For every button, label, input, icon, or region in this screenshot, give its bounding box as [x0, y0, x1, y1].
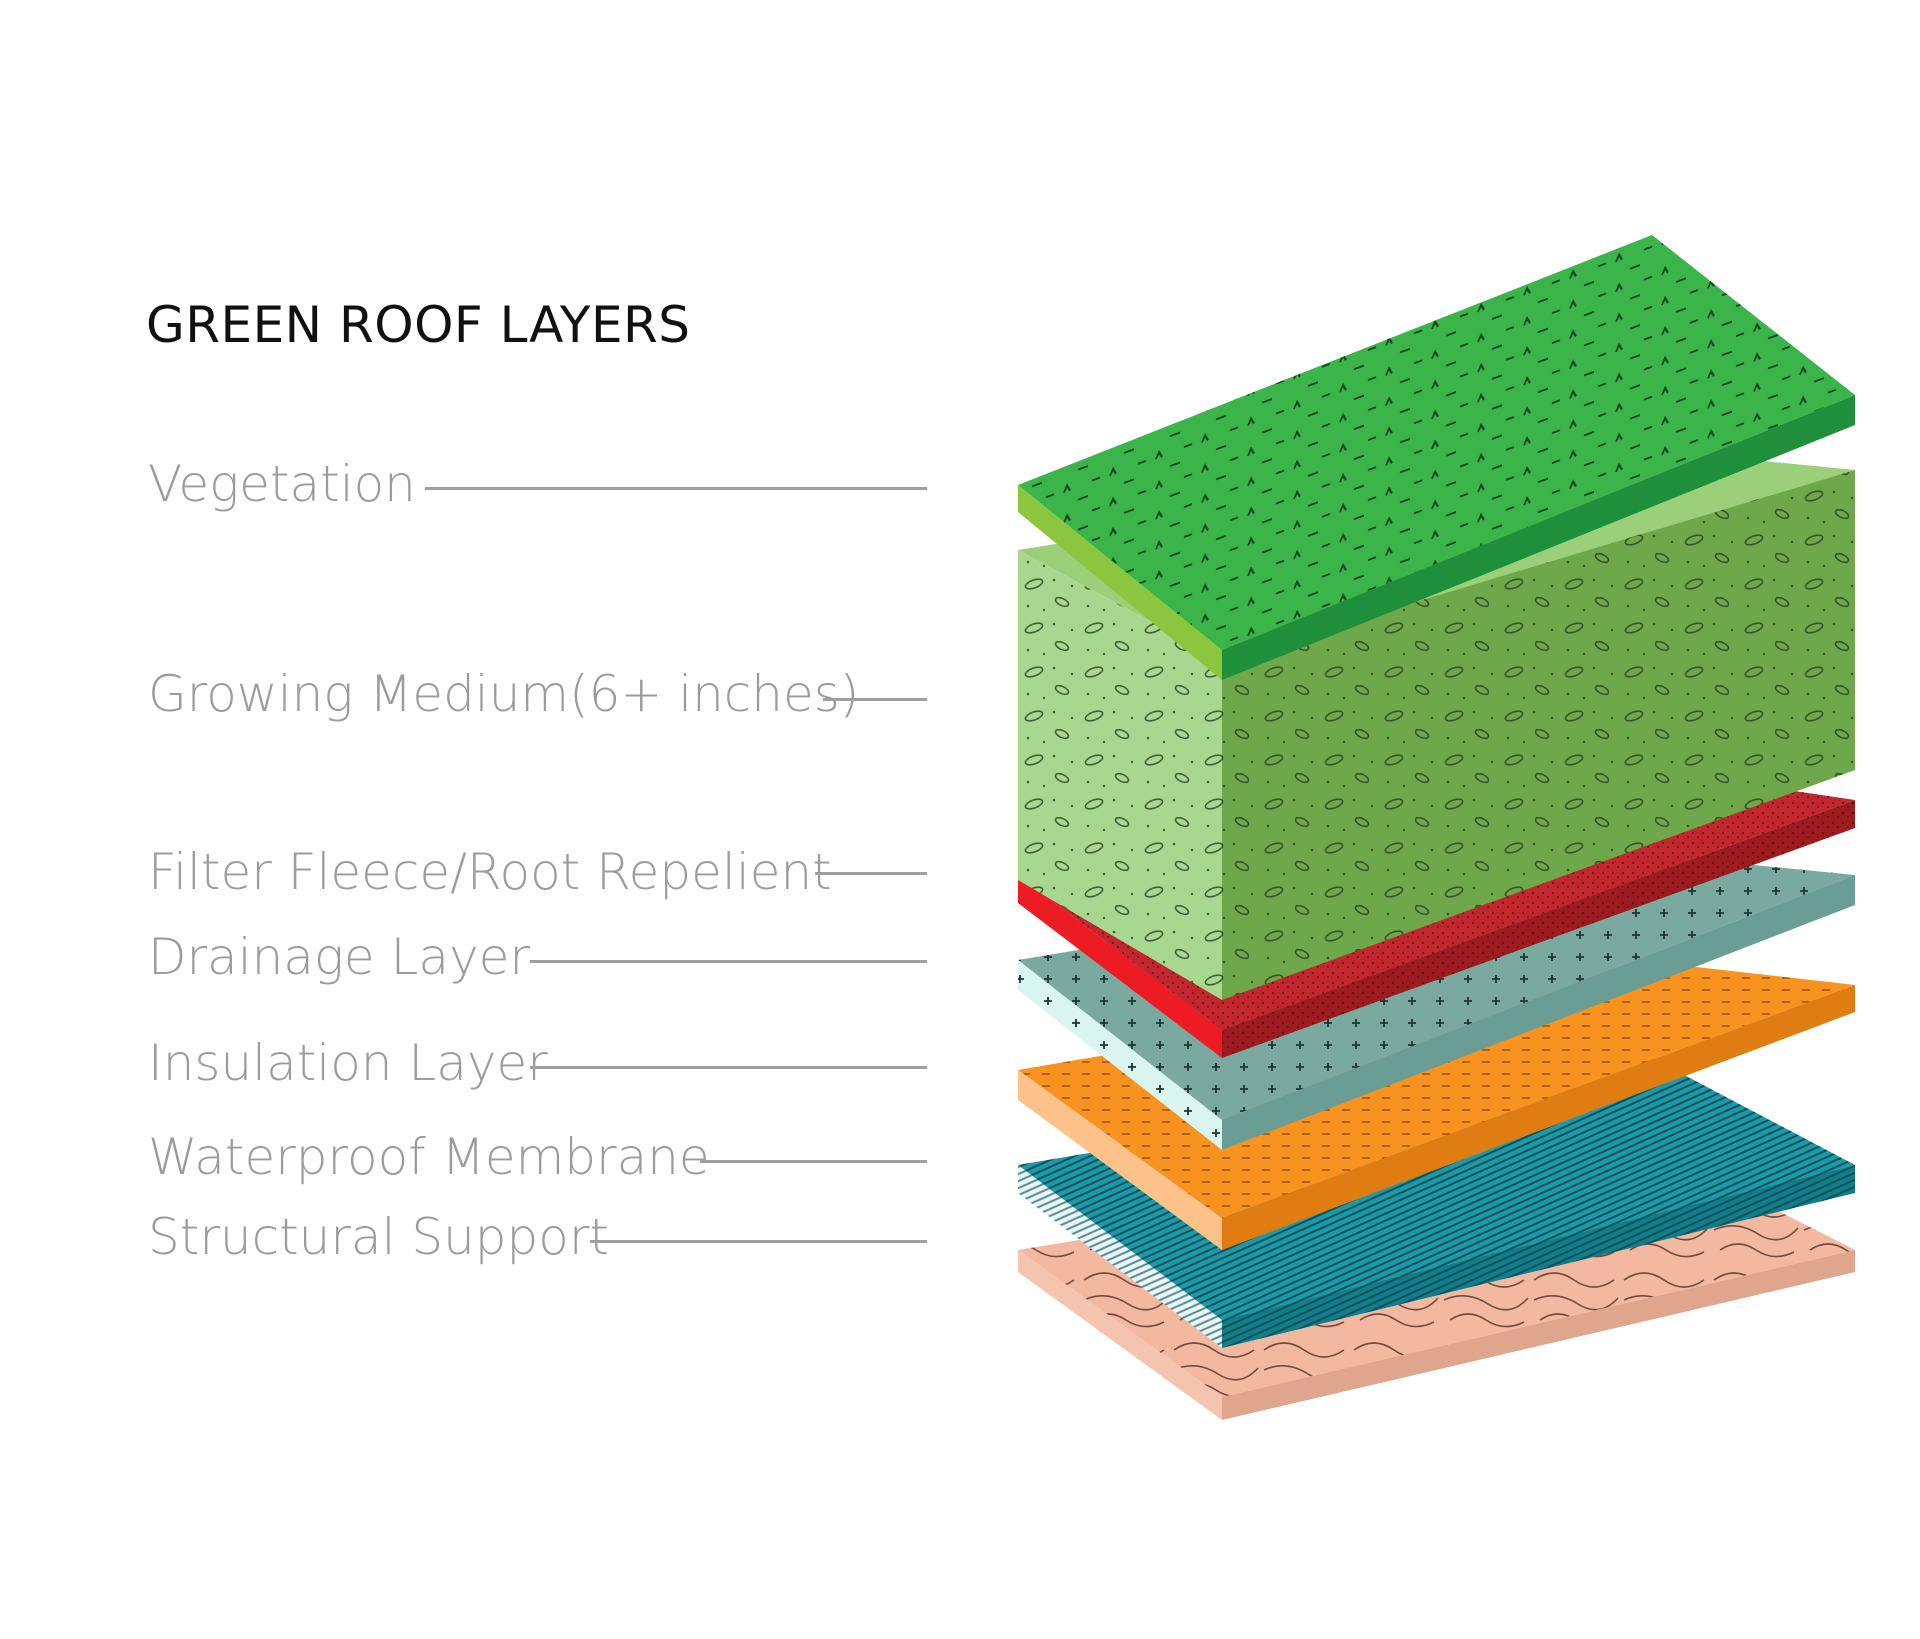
- waterproof-membrane-slab: [1018, 1058, 1855, 1348]
- leader-line-insulation-layer: [530, 1066, 927, 1069]
- leader-line-waterproof-membrane: [700, 1160, 927, 1163]
- label-insulation-layer: Insulation Layer: [148, 1034, 548, 1092]
- label-waterproof-membrane: Waterproof Membrane: [148, 1128, 710, 1186]
- label-growing-medium: Growing Medium(6+ inches): [148, 665, 860, 723]
- leader-line-vegetation: [425, 487, 927, 490]
- leader-line-structural-support: [590, 1240, 927, 1243]
- label-vegetation: Vegetation: [148, 455, 416, 513]
- label-structural-support: Structural Support: [148, 1208, 610, 1266]
- leader-line-growing-medium: [823, 698, 927, 701]
- leader-line-filter-fleece: [815, 872, 927, 875]
- diagram-title: GREEN ROOF LAYERS: [146, 296, 691, 354]
- label-filter-fleece: Filter Fleece/Root Repelient: [148, 843, 832, 901]
- label-drainage-layer: Drainage Layer: [148, 928, 530, 986]
- vegetation-slab: [1018, 235, 1855, 680]
- insulation-layer-slab: [1018, 962, 1855, 1250]
- leader-line-drainage-layer: [530, 960, 927, 963]
